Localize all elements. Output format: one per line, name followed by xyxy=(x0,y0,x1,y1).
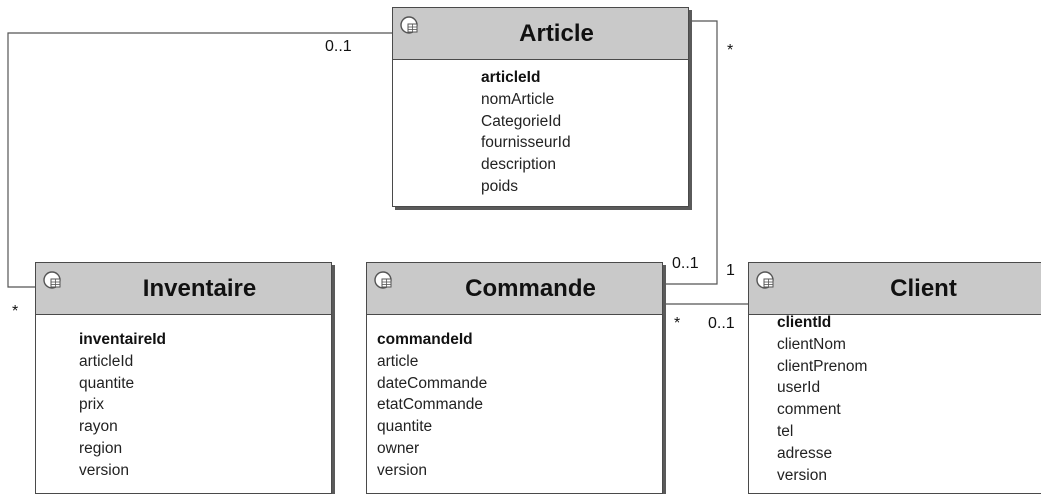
attribute-primary-key: commandeId xyxy=(377,331,473,348)
connector-article-inventaire xyxy=(7,32,392,288)
attribute-item: userId xyxy=(777,379,821,397)
attribute-item: version xyxy=(777,466,827,484)
entity-article-header: Article xyxy=(393,8,688,60)
multiplicity-article-inventaire-inventaire-end: * xyxy=(12,303,19,320)
attribute-item: clientPrenom xyxy=(777,357,868,375)
entity-inventaire[interactable]: Inventaire inventaireId articleId quantite… xyxy=(35,262,332,494)
entity-inventaire-header: Inventaire xyxy=(36,263,331,315)
attribute-item: version xyxy=(79,461,129,479)
multiplicity-article-commande-article-end: * xyxy=(727,42,734,59)
attribute-item: poids xyxy=(481,177,519,195)
attribute-item: prix xyxy=(79,396,104,414)
entity-commande[interactable]: Commande commandeId article dateCommande et… xyxy=(366,262,663,494)
attribute-item: comment xyxy=(777,401,841,419)
attribute-primary-key: clientId xyxy=(777,314,832,331)
attribute-item: description xyxy=(481,156,556,174)
attribute-item: articleId xyxy=(79,352,134,370)
entity-client-title: Client xyxy=(890,275,957,302)
attribute-item: fournisseurId xyxy=(481,134,571,152)
entity-inventaire-attributes: inventaireId articleId quantite prix rayon re… xyxy=(79,329,166,482)
attribute-primary-key: inventaireId xyxy=(79,331,166,348)
attribute-primary-key: articleId xyxy=(481,69,541,86)
attribute-item: etatCommande xyxy=(377,396,483,414)
attribute-item: quantite xyxy=(377,418,433,436)
entity-table-icon xyxy=(756,271,776,291)
multiplicity-article-commande-commande-end: 0..1 xyxy=(672,255,699,272)
attribute-item: nomArticle xyxy=(481,90,555,108)
entity-table-icon xyxy=(374,271,394,291)
multiplicity-commande-client-commande-end: * xyxy=(674,315,681,332)
attribute-item: owner xyxy=(377,439,420,457)
multiplicity-commande-client-client-end: 1 xyxy=(726,262,735,279)
entity-table-icon xyxy=(43,271,63,291)
attribute-item: quantite xyxy=(79,374,135,392)
attribute-item: clientNom xyxy=(777,335,846,353)
attribute-item: tel xyxy=(777,422,794,440)
multiplicity-article-inventaire-article-end: 0..1 xyxy=(325,38,352,55)
entity-commande-attributes: commandeId article dateCommande etatCommand… xyxy=(377,329,487,482)
attribute-item: article xyxy=(377,352,419,370)
entity-client[interactable]: Client clientId clientNom clientPrenom user… xyxy=(748,262,1041,494)
connector-article-commande xyxy=(663,20,718,285)
attribute-item: rayon xyxy=(79,418,118,436)
attribute-item: adresse xyxy=(777,444,833,462)
attribute-item: CategorieId xyxy=(481,112,562,130)
multiplicity-commande-client-client-end-lower: 0..1 xyxy=(708,315,735,332)
attribute-item: dateCommande xyxy=(377,374,488,392)
entity-commande-header: Commande xyxy=(367,263,662,315)
attribute-item: region xyxy=(79,439,123,457)
attribute-item: version xyxy=(377,461,427,479)
entity-commande-title: Commande xyxy=(465,275,596,302)
entity-client-header: Client xyxy=(749,263,1041,315)
entity-table-icon xyxy=(400,16,420,36)
entity-client-attributes: clientId clientNom clientPrenom userId comme… xyxy=(777,312,867,486)
entity-article-title: Article xyxy=(519,20,594,47)
entity-inventaire-title: Inventaire xyxy=(142,275,257,302)
